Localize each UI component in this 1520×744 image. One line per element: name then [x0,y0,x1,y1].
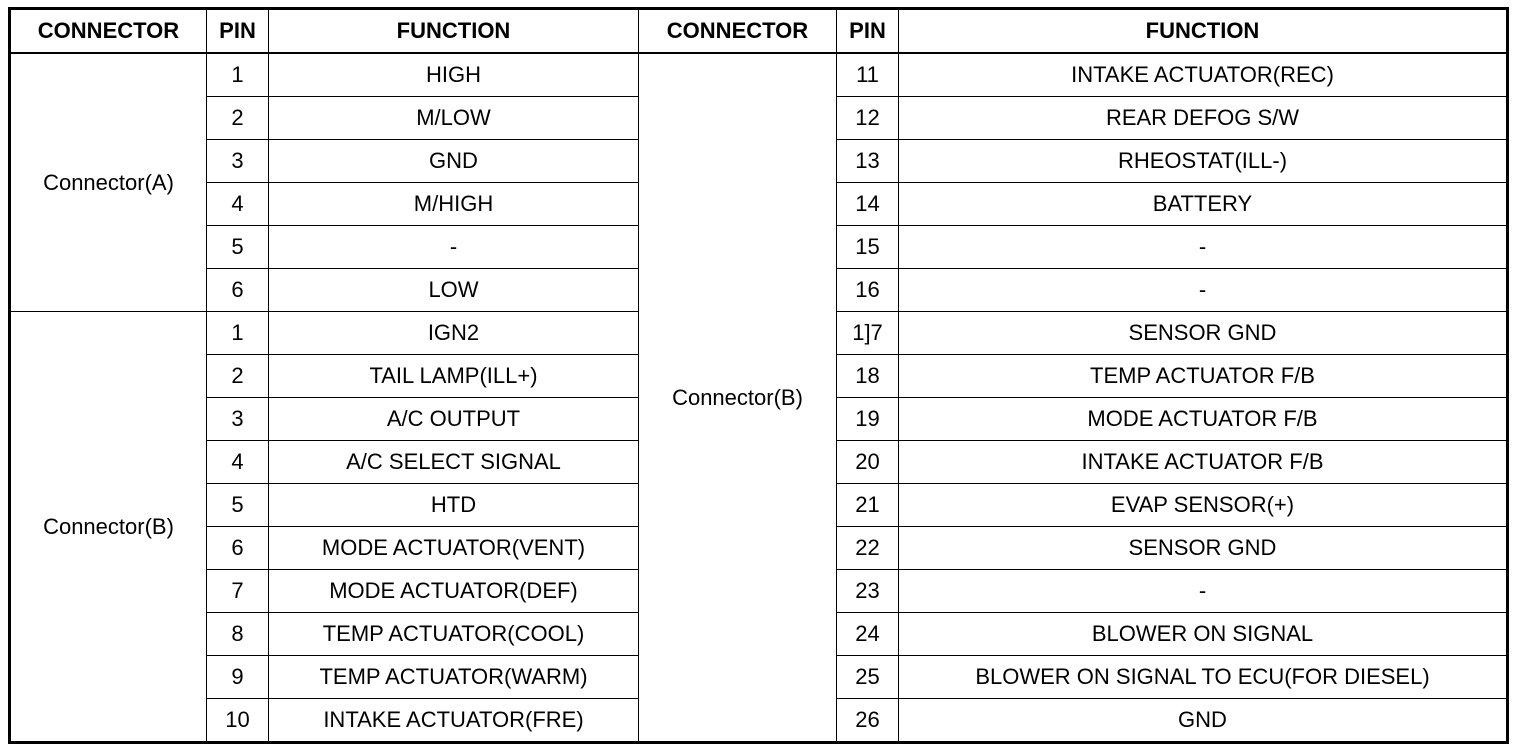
pin-cell: 16 [836,268,899,312]
function-cell: BLOWER ON SIGNAL [898,612,1508,656]
function-cell: A/C OUTPUT [268,397,639,441]
function-cell: EVAP SENSOR(+) [898,483,1508,527]
pin-cell: 18 [836,354,899,398]
pin-cell: 26 [836,698,899,743]
function-cell: BATTERY [898,182,1508,226]
function-cell: SENSOR GND [898,311,1508,355]
pin-cell: 6 [206,268,269,312]
header-connector-left: CONNECTOR [9,8,207,54]
pin-cell: 24 [836,612,899,656]
pin-cell: 8 [206,612,269,656]
function-cell: A/C SELECT SIGNAL [268,440,639,484]
header-row: CONNECTOR PIN FUNCTION CONNECTOR PIN FUN… [9,8,1508,54]
pin-cell: 23 [836,569,899,613]
function-cell: GND [898,698,1508,743]
header-connector-right: CONNECTOR [638,8,837,54]
function-cell: TAIL LAMP(ILL+) [268,354,639,398]
pin-cell: 15 [836,225,899,269]
function-cell: BLOWER ON SIGNAL TO ECU(FOR DIESEL) [898,655,1508,699]
pin-cell: 4 [206,440,269,484]
function-cell: MODE ACTUATOR F/B [898,397,1508,441]
pin-cell: 20 [836,440,899,484]
function-cell: M/LOW [268,96,639,140]
function-cell: M/HIGH [268,182,639,226]
pin-cell: 5 [206,483,269,527]
function-cell: TEMP ACTUATOR(WARM) [268,655,639,699]
pin-cell: 22 [836,526,899,570]
connector-cell: Connector(A) [9,52,207,312]
header-pin-left: PIN [206,8,269,54]
function-cell: GND [268,139,639,183]
pin-cell: 5 [206,225,269,269]
pin-cell: 1 [206,52,269,97]
function-cell: HIGH [268,52,639,97]
pin-cell: 4 [206,182,269,226]
pin-cell: 7 [206,569,269,613]
function-cell: INTAKE ACTUATOR(REC) [898,52,1508,97]
function-cell: SENSOR GND [898,526,1508,570]
function-cell: HTD [268,483,639,527]
header-function-left: FUNCTION [268,8,639,54]
header-function-right: FUNCTION [898,8,1508,54]
function-cell: REAR DEFOG S/W [898,96,1508,140]
header-pin-right: PIN [836,8,899,54]
pin-cell: 3 [206,397,269,441]
function-cell: INTAKE ACTUATOR F/B [898,440,1508,484]
pin-cell: 14 [836,182,899,226]
pin-function-table: CONNECTOR PIN FUNCTION CONNECTOR PIN FUN… [8,7,1509,744]
pin-cell: 9 [206,655,269,699]
function-cell: RHEOSTAT(ILL-) [898,139,1508,183]
pin-cell: 25 [836,655,899,699]
function-cell: MODE ACTUATOR(VENT) [268,526,639,570]
function-cell: - [898,268,1508,312]
pin-cell: 11 [836,52,899,97]
pin-cell: 6 [206,526,269,570]
connector-cell: Connector(B) [9,311,207,743]
function-cell: MODE ACTUATOR(DEF) [268,569,639,613]
pin-cell: 10 [206,698,269,743]
pin-cell: 2 [206,354,269,398]
function-cell: TEMP ACTUATOR F/B [898,354,1508,398]
function-cell: - [898,569,1508,613]
function-cell: - [898,225,1508,269]
pin-cell: 1]7 [836,311,899,355]
pin-cell: 13 [836,139,899,183]
pin-cell: 21 [836,483,899,527]
pin-cell: 1 [206,311,269,355]
function-cell: LOW [268,268,639,312]
function-cell: - [268,225,639,269]
pin-cell: 12 [836,96,899,140]
connector-cell: Connector(B) [638,52,837,743]
function-cell: TEMP ACTUATOR(COOL) [268,612,639,656]
pin-cell: 3 [206,139,269,183]
pin-cell: 19 [836,397,899,441]
function-cell: INTAKE ACTUATOR(FRE) [268,698,639,743]
function-cell: IGN2 [268,311,639,355]
pin-cell: 2 [206,96,269,140]
